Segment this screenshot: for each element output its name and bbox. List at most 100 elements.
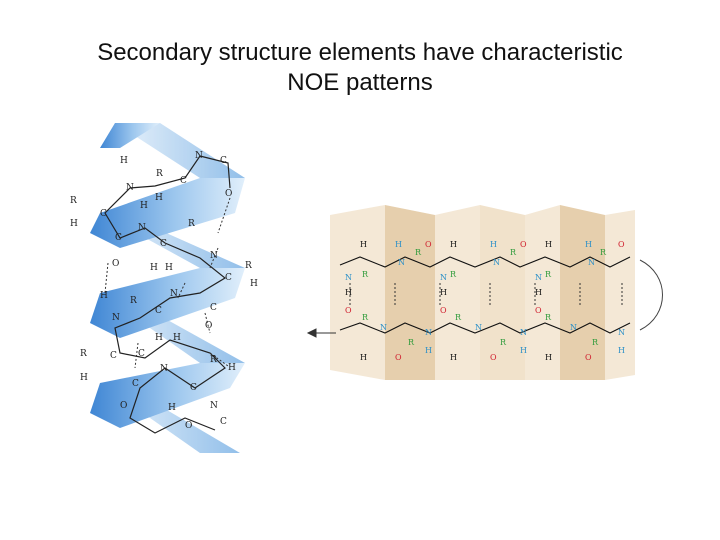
helix-hydrogen-bonds — [104, 197, 231, 369]
svg-text:R: R — [70, 196, 77, 206]
svg-text:H: H — [165, 263, 173, 273]
svg-text:C: C — [160, 239, 167, 249]
svg-text:H: H — [150, 263, 158, 273]
svg-text:H: H — [490, 240, 497, 249]
svg-text:H: H — [360, 240, 367, 249]
svg-text:H: H — [228, 363, 236, 373]
svg-text:R: R — [130, 296, 137, 306]
svg-text:H: H — [140, 201, 148, 211]
svg-text:O: O — [490, 353, 497, 362]
svg-text:R: R — [362, 270, 369, 279]
svg-text:C: C — [138, 349, 145, 359]
svg-text:N: N — [493, 258, 500, 267]
svg-text:N: N — [138, 223, 146, 233]
svg-text:O: O — [520, 240, 527, 249]
title-line-2: NOE patterns — [287, 69, 433, 96]
svg-text:N: N — [210, 401, 218, 411]
title-line-1: Secondary structure elements have charac… — [97, 39, 623, 66]
svg-text:R: R — [545, 270, 552, 279]
svg-text:O: O — [345, 306, 352, 315]
svg-text:C: C — [132, 379, 139, 389]
svg-text:H: H — [545, 353, 552, 362]
svg-text:R: R — [455, 313, 462, 322]
svg-text:R: R — [415, 248, 422, 257]
svg-text:O: O — [618, 240, 625, 249]
svg-text:H: H — [450, 353, 457, 362]
svg-text:O: O — [185, 421, 192, 431]
sheet-panels — [330, 205, 635, 380]
svg-text:C: C — [100, 209, 107, 219]
svg-text:H: H — [440, 288, 447, 297]
svg-text:C: C — [220, 417, 227, 427]
svg-text:R: R — [245, 261, 252, 271]
svg-text:R: R — [362, 313, 369, 322]
sheet-hydrogen-bonds — [349, 283, 623, 307]
svg-text:R: R — [408, 338, 415, 347]
svg-text:H: H — [80, 373, 88, 383]
svg-text:C: C — [225, 273, 232, 283]
strand-connecting-arc — [639, 259, 663, 331]
svg-text:N: N — [380, 323, 387, 332]
svg-text:H: H — [155, 333, 163, 343]
svg-text:C: C — [180, 176, 187, 186]
svg-text:C: C — [115, 233, 122, 243]
svg-text:N: N — [195, 151, 203, 161]
svg-text:O: O — [112, 259, 119, 269]
svg-text:H: H — [100, 291, 108, 301]
svg-text:N: N — [160, 364, 168, 374]
svg-text:N: N — [425, 328, 432, 337]
svg-text:N: N — [520, 328, 527, 337]
slide-title: Secondary structure elements have charac… — [40, 38, 680, 98]
helix-backbone-bonds — [104, 155, 231, 434]
svg-text:O: O — [120, 401, 127, 411]
sheet-strand-bonds — [339, 256, 631, 334]
svg-text:N: N — [345, 273, 352, 282]
svg-text:N: N — [170, 289, 178, 299]
svg-text:R: R — [450, 270, 457, 279]
svg-text:O: O — [205, 321, 212, 331]
strand-direction-arrow — [306, 328, 336, 338]
svg-text:N: N — [112, 313, 120, 323]
svg-text:O: O — [395, 353, 402, 362]
svg-text:C: C — [155, 306, 162, 316]
svg-text:H: H — [168, 403, 176, 413]
svg-text:O: O — [225, 189, 232, 199]
svg-text:H: H — [520, 346, 527, 355]
svg-text:O: O — [535, 306, 542, 315]
svg-text:O: O — [425, 240, 432, 249]
svg-text:H: H — [545, 240, 552, 249]
svg-text:R: R — [210, 355, 217, 365]
svg-text:R: R — [188, 219, 195, 229]
svg-text:H: H — [450, 240, 457, 249]
svg-text:N: N — [570, 323, 577, 332]
svg-text:N: N — [210, 251, 218, 261]
svg-text:R: R — [592, 338, 599, 347]
svg-text:N: N — [398, 258, 405, 267]
svg-text:O: O — [440, 306, 447, 315]
svg-text:H: H — [618, 346, 625, 355]
svg-text:H: H — [535, 288, 542, 297]
svg-text:C: C — [190, 383, 197, 393]
svg-text:H: H — [155, 193, 163, 203]
svg-text:H: H — [360, 353, 367, 362]
svg-text:R: R — [500, 338, 507, 347]
svg-text:C: C — [210, 303, 217, 313]
svg-text:R: R — [80, 349, 87, 359]
svg-text:R: R — [156, 169, 163, 179]
svg-text:H: H — [395, 240, 402, 249]
svg-text:H: H — [345, 288, 352, 297]
svg-text:R: R — [510, 248, 517, 257]
svg-text:N: N — [475, 323, 482, 332]
svg-text:H: H — [120, 156, 128, 166]
svg-text:H: H — [173, 333, 181, 343]
svg-text:N: N — [440, 273, 447, 282]
helix-ribbon-front — [90, 123, 245, 428]
svg-text:H: H — [585, 240, 592, 249]
svg-text:R: R — [545, 313, 552, 322]
svg-text:N: N — [618, 328, 625, 337]
svg-text:N: N — [126, 183, 134, 193]
svg-text:H: H — [70, 219, 78, 229]
